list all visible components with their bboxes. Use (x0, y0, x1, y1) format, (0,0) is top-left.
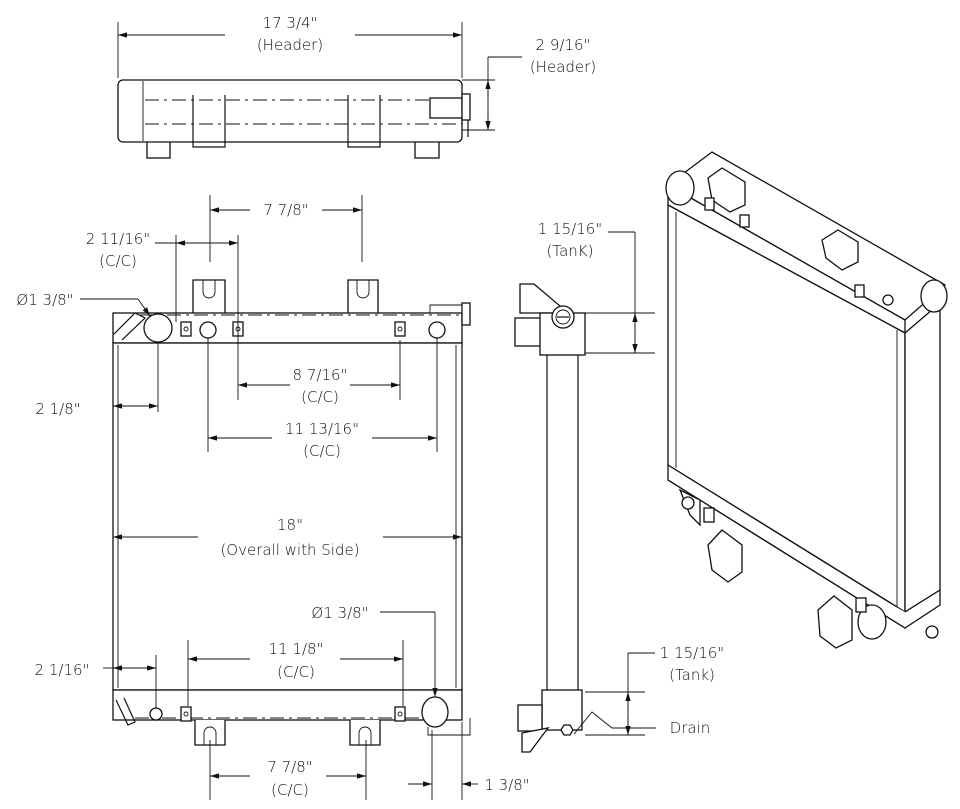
outlet-diameter: Ø1 3/8" (311, 604, 368, 622)
top-width-dim: 17 3/4" (263, 14, 318, 32)
inlet-diameter: Ø1 3/8" (16, 291, 73, 309)
top-tank-note: (TanK) (547, 242, 594, 260)
bottom-hole-spacing: 11 1/8" (269, 640, 324, 658)
outlet-right-offset: 1 3/8" (484, 776, 529, 794)
bottom-hole-spacing-note: (C/C) (277, 663, 315, 681)
bracket-spacing-bottom: 7 7/8" (267, 758, 312, 776)
hole-spacing-mid: 8 7/16" (293, 366, 348, 384)
bottom-tank-note: (Tank) (669, 666, 715, 684)
drain-label: Drain (670, 719, 711, 737)
inlet-offset: 2 1/8" (35, 400, 80, 418)
hole-spacing-left-note: (C/C) (99, 252, 137, 270)
bottom-tank-dim: 1 15/16" (660, 644, 724, 662)
front-view: 7 7/8" 2 11/16" (C/C) Ø1 3/8" 8 7/16" (C… (16, 195, 530, 800)
top-height-note: (Header) (530, 58, 596, 76)
overall-width: 18" (277, 516, 303, 534)
bracket-spacing-bottom-note: (C/C) (271, 781, 309, 799)
bracket-spacing-top: 7 7/8" (263, 201, 308, 219)
outlet-offset: 2 1/16" (35, 661, 90, 679)
hole-spacing-mid-note: (C/C) (301, 388, 339, 406)
top-tank-dim: 1 15/16" (538, 220, 602, 238)
top-height-dim: 2 9/16" (536, 36, 591, 54)
overall-width-note: (Overall with Side) (220, 541, 359, 559)
hole-spacing-left: 2 11/16" (86, 230, 150, 248)
side-view: 1 15/16" (TanK) 1 15/16" (Tank) Drain (514, 220, 724, 753)
hole-spacing-wide-note: (C/C) (303, 442, 341, 460)
top-view: 17 3/4" (Header) 2 9/16" (Header) (117, 14, 596, 159)
hole-spacing-wide: 11 13/16" (285, 420, 359, 438)
isometric-view (665, 151, 948, 649)
top-width-note: (Header) (257, 36, 323, 54)
